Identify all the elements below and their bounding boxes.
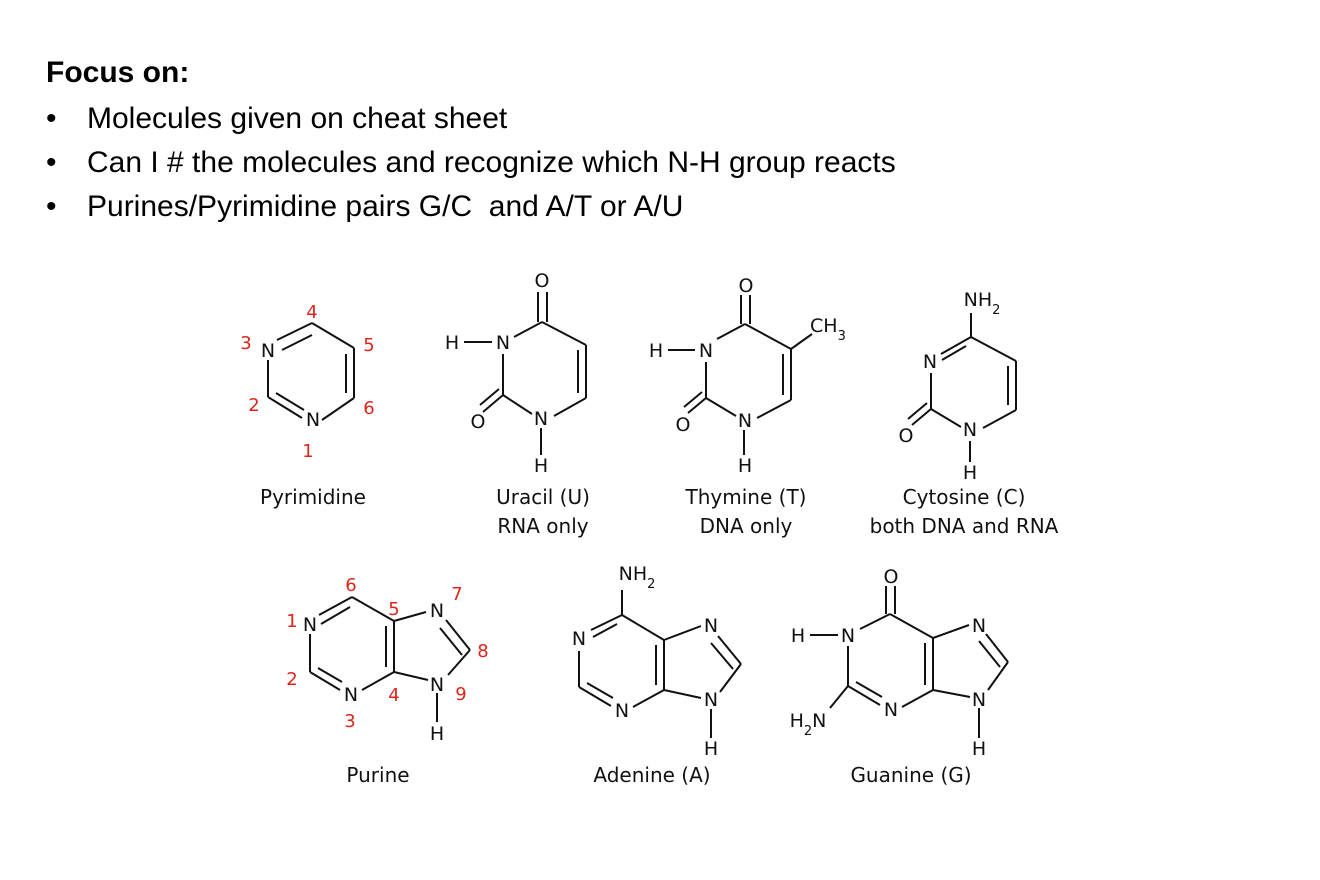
bullet-item: • Purines/Pyrimidine pairs G/C and A/T or… bbox=[46, 188, 896, 232]
purine-position-number: 3 bbox=[344, 711, 355, 732]
uracil-atom: O bbox=[535, 270, 550, 292]
purine-atom: N bbox=[303, 614, 317, 636]
guanine-atom: N bbox=[884, 699, 898, 721]
guanine-label: Guanine (G) bbox=[850, 763, 971, 787]
guanine-atom: H bbox=[972, 738, 986, 760]
cytosine-atom: N bbox=[923, 351, 937, 373]
uracil-atom: N bbox=[534, 408, 548, 430]
bullet-marker: • bbox=[46, 190, 57, 223]
guanine-atom: H bbox=[791, 625, 805, 647]
bullet-text: Molecules given on cheat sheet bbox=[87, 102, 508, 135]
cytosine-structure: NH2 N O N H Cytosine (C) both DNA and RN… bbox=[870, 289, 1059, 538]
cytosine-atom: O bbox=[899, 425, 914, 447]
uracil-atom: N bbox=[496, 332, 510, 354]
bullet-item: • Molecules given on cheat sheet bbox=[46, 100, 896, 144]
purine-atom: N bbox=[344, 684, 358, 706]
thymine-atom: H bbox=[649, 340, 663, 362]
pyrimidine-position-number: 4 bbox=[306, 302, 317, 323]
bullet-marker: • bbox=[46, 102, 57, 135]
adenine-atom: N bbox=[615, 700, 629, 722]
bullet-text: Can I # the molecules and recognize whic… bbox=[87, 146, 896, 179]
pyrimidine-label: Pyrimidine bbox=[260, 485, 366, 509]
purine-position-number: 6 bbox=[345, 575, 356, 596]
guanine-atom: N bbox=[972, 615, 986, 637]
purine-label: Purine bbox=[346, 763, 409, 787]
pyrimidine-position-number: 3 bbox=[240, 333, 251, 354]
uracil-note: RNA only bbox=[497, 514, 588, 538]
uracil-bonds bbox=[464, 292, 587, 455]
guanine-bonds bbox=[810, 586, 1009, 738]
pyrimidine-position-number: 5 bbox=[363, 335, 374, 356]
pyrimidine-position-number: 6 bbox=[363, 398, 374, 419]
cytosine-label: Cytosine (C) bbox=[903, 485, 1026, 509]
thymine-atom: O bbox=[739, 275, 754, 297]
cytosine-note: both DNA and RNA bbox=[870, 514, 1059, 538]
adenine-bonds bbox=[578, 590, 742, 738]
guanine-atom: O bbox=[884, 566, 899, 588]
pyrimidine-atom: N bbox=[261, 340, 275, 362]
purine-position-number: 5 bbox=[388, 599, 399, 620]
purine-atom: N bbox=[430, 674, 444, 696]
pyrimidine-position-number: 2 bbox=[248, 395, 259, 416]
pyrimidine-position-number: 1 bbox=[302, 441, 313, 462]
thymine-atom: N bbox=[699, 340, 713, 362]
thymine-bonds bbox=[668, 295, 813, 455]
purine-structure: N N N N H 1 2 3 4 5 6 7 8 9 Purine bbox=[286, 575, 488, 787]
purine-position-number: 7 bbox=[451, 584, 462, 605]
purine-position-number: 2 bbox=[286, 669, 297, 690]
purine-position-number: 4 bbox=[388, 685, 399, 706]
cytosine-atom: N bbox=[963, 419, 977, 441]
guanine-structure: O H N N N N H2N H Guanine (G) bbox=[790, 566, 1009, 787]
adenine-atom: N bbox=[704, 689, 718, 711]
bullet-marker: • bbox=[46, 146, 57, 179]
pyrimidine-bonds bbox=[267, 322, 355, 421]
uracil-label: Uracil (U) bbox=[496, 485, 590, 509]
purine-position-number: 9 bbox=[455, 684, 466, 705]
adenine-atom: NH2 bbox=[619, 563, 656, 592]
bullet-list: • Molecules given on cheat sheet • Can I #… bbox=[46, 100, 896, 232]
thymine-label: Thymine (T) bbox=[685, 485, 807, 509]
cytosine-atom: NH2 bbox=[964, 289, 1001, 318]
purine-position-number: 1 bbox=[286, 611, 297, 632]
thymine-note: DNA only bbox=[700, 514, 793, 538]
uracil-atom: O bbox=[471, 411, 486, 433]
slide-heading: Focus on: bbox=[46, 56, 190, 89]
thymine-atom: CH3 bbox=[810, 315, 846, 344]
bullet-text: Purines/Pyrimidine pairs G/C and A/T or … bbox=[87, 190, 684, 223]
thymine-atom: O bbox=[676, 414, 691, 436]
cytosine-bonds bbox=[907, 313, 1017, 462]
thymine-structure: O CH3 H N O N H Thymine (T) DNA only bbox=[649, 275, 846, 538]
uracil-structure: O H N O N H Uracil (U) RNA only bbox=[445, 270, 590, 538]
purine-atom: H bbox=[430, 723, 444, 745]
adenine-atom: N bbox=[704, 615, 718, 637]
thymine-atom: H bbox=[738, 455, 752, 477]
uracil-atom: H bbox=[534, 455, 548, 477]
purine-position-number: 8 bbox=[477, 641, 488, 662]
adenine-structure: NH2 N N N N H Adenine (A) bbox=[572, 563, 742, 787]
uracil-atom: H bbox=[445, 332, 459, 354]
adenine-label: Adenine (A) bbox=[593, 763, 710, 787]
purine-atom: N bbox=[430, 600, 444, 622]
bullet-item: • Can I # the molecules and recognize whi… bbox=[46, 144, 896, 188]
guanine-atom: N bbox=[841, 625, 855, 647]
pyrimidine-atom: N bbox=[306, 409, 320, 431]
pyrimidine-structure: N N 1 2 3 4 5 6 Pyrimidine bbox=[240, 302, 374, 509]
cytosine-atom: H bbox=[963, 462, 977, 484]
guanine-atom: H2N bbox=[790, 710, 827, 739]
adenine-atom: N bbox=[572, 628, 586, 650]
adenine-atom: H bbox=[704, 738, 718, 760]
thymine-atom: N bbox=[738, 410, 752, 432]
guanine-atom: N bbox=[972, 689, 986, 711]
purine-bonds bbox=[309, 596, 471, 722]
